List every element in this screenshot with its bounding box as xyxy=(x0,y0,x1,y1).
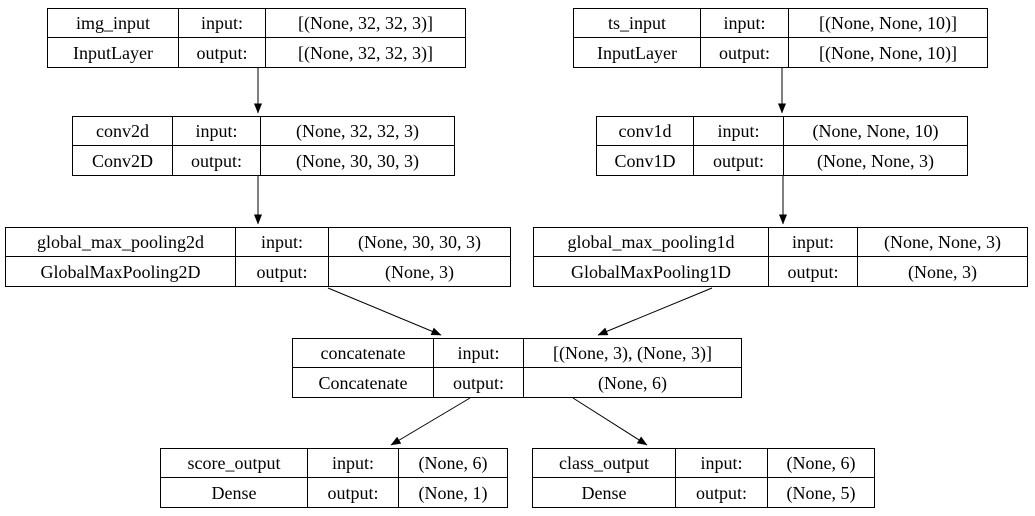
input-label-cell: input: xyxy=(179,9,266,38)
layer-name-cell: img_input xyxy=(48,9,179,38)
node-img-input: img_input input: [(None, 32, 32, 3)] Inp… xyxy=(47,8,466,68)
input-label-cell: input: xyxy=(676,449,768,478)
output-label-cell: output: xyxy=(308,478,399,507)
output-shape-cell: (None, None, 3) xyxy=(817,150,934,171)
edge-global-max-pooling2d-to-concatenate xyxy=(327,287,442,336)
input-shape-cell: (None, 6) xyxy=(399,449,507,478)
input-shape-cell: [(None, 3), (None, 3)] xyxy=(524,339,741,368)
node-class-output: class_output input: (None, 6) Dense outp… xyxy=(532,448,875,508)
edge-concatenate-to-class-output xyxy=(572,397,648,446)
input-shape-cell: (None, 30, 30, 3) xyxy=(329,228,510,257)
input-shape-cell: (None, 32, 32, 3) xyxy=(261,117,454,146)
edge-concatenate-to-score-output xyxy=(390,397,471,446)
layer-name-cell: conv2d xyxy=(73,117,173,146)
input-shape-cell: (None, None, 3) xyxy=(858,228,1027,257)
output-shape-cell: [(None, 32, 32, 3)] xyxy=(298,42,433,63)
output-label-cell: output: xyxy=(769,257,858,286)
input-label-cell: input: xyxy=(694,117,784,146)
input-shape-cell: [(None, None, 10)] xyxy=(789,9,987,38)
input-label-cell: input: xyxy=(236,228,329,257)
layer-type-cell: GlobalMaxPooling1D xyxy=(534,257,769,286)
output-label-cell: output: xyxy=(676,478,768,507)
input-shape-cell: [(None, 32, 32, 3)] xyxy=(266,9,465,38)
output-shape-cell: (None, 30, 30, 3) xyxy=(296,150,419,171)
input-shape-cell: (None, None, 10) xyxy=(784,117,967,146)
edge-global-max-pooling1d-to-concatenate xyxy=(597,287,713,336)
layer-name-cell: class_output xyxy=(533,449,676,478)
output-label-cell: output: xyxy=(179,38,266,67)
layer-name-cell: concatenate xyxy=(293,339,434,368)
node-conv1d: conv1d input: (None, None, 10) Conv1D ou… xyxy=(596,116,968,176)
layer-type-cell: Conv2D xyxy=(73,146,173,175)
output-label-cell: output: xyxy=(701,38,789,67)
output-shape-cell: (None, 3) xyxy=(385,261,454,282)
input-label-cell: input: xyxy=(173,117,261,146)
input-shape-cell: (None, 6) xyxy=(768,449,874,478)
node-score-output: score_output input: (None, 6) Dense outp… xyxy=(160,448,508,508)
layer-name-cell: conv1d xyxy=(597,117,694,146)
output-shape-cell: (None, 1) xyxy=(418,482,488,503)
layer-type-cell: Concatenate xyxy=(293,368,434,397)
output-label-cell: output: xyxy=(236,257,329,286)
layer-type-cell: Dense xyxy=(533,478,676,507)
input-label-cell: input: xyxy=(769,228,858,257)
output-label-cell: output: xyxy=(694,146,784,175)
node-global-max-pooling2d: global_max_pooling2d input: (None, 30, 3… xyxy=(5,227,511,287)
output-shape-cell: (None, 3) xyxy=(908,261,977,282)
output-label-cell: output: xyxy=(173,146,261,175)
layer-type-cell: InputLayer xyxy=(48,38,179,67)
node-global-max-pooling1d: global_max_pooling1d input: (None, None,… xyxy=(533,227,1028,287)
layer-name-cell: global_max_pooling1d xyxy=(534,228,769,257)
node-concatenate: concatenate input: [(None, 3), (None, 3)… xyxy=(292,338,742,398)
output-label-cell: output: xyxy=(434,368,524,397)
layer-name-cell: global_max_pooling2d xyxy=(6,228,236,257)
layer-type-cell: Conv1D xyxy=(597,146,694,175)
layer-name-cell: score_output xyxy=(161,449,308,478)
output-shape-cell: (None, 6) xyxy=(598,372,667,393)
output-shape-cell: (None, 5) xyxy=(786,482,856,503)
output-shape-cell: [(None, None, 10)] xyxy=(819,42,957,63)
layer-type-cell: InputLayer xyxy=(574,38,701,67)
layer-type-cell: Dense xyxy=(161,478,308,507)
input-label-cell: input: xyxy=(434,339,524,368)
input-label-cell: input: xyxy=(701,9,789,38)
layer-type-cell: GlobalMaxPooling2D xyxy=(6,257,236,286)
node-ts-input: ts_input input: [(None, None, 10)] Input… xyxy=(573,8,988,68)
layer-name-cell: ts_input xyxy=(574,9,701,38)
input-label-cell: input: xyxy=(308,449,399,478)
node-conv2d: conv2d input: (None, 32, 32, 3) Conv2D o… xyxy=(72,116,455,176)
